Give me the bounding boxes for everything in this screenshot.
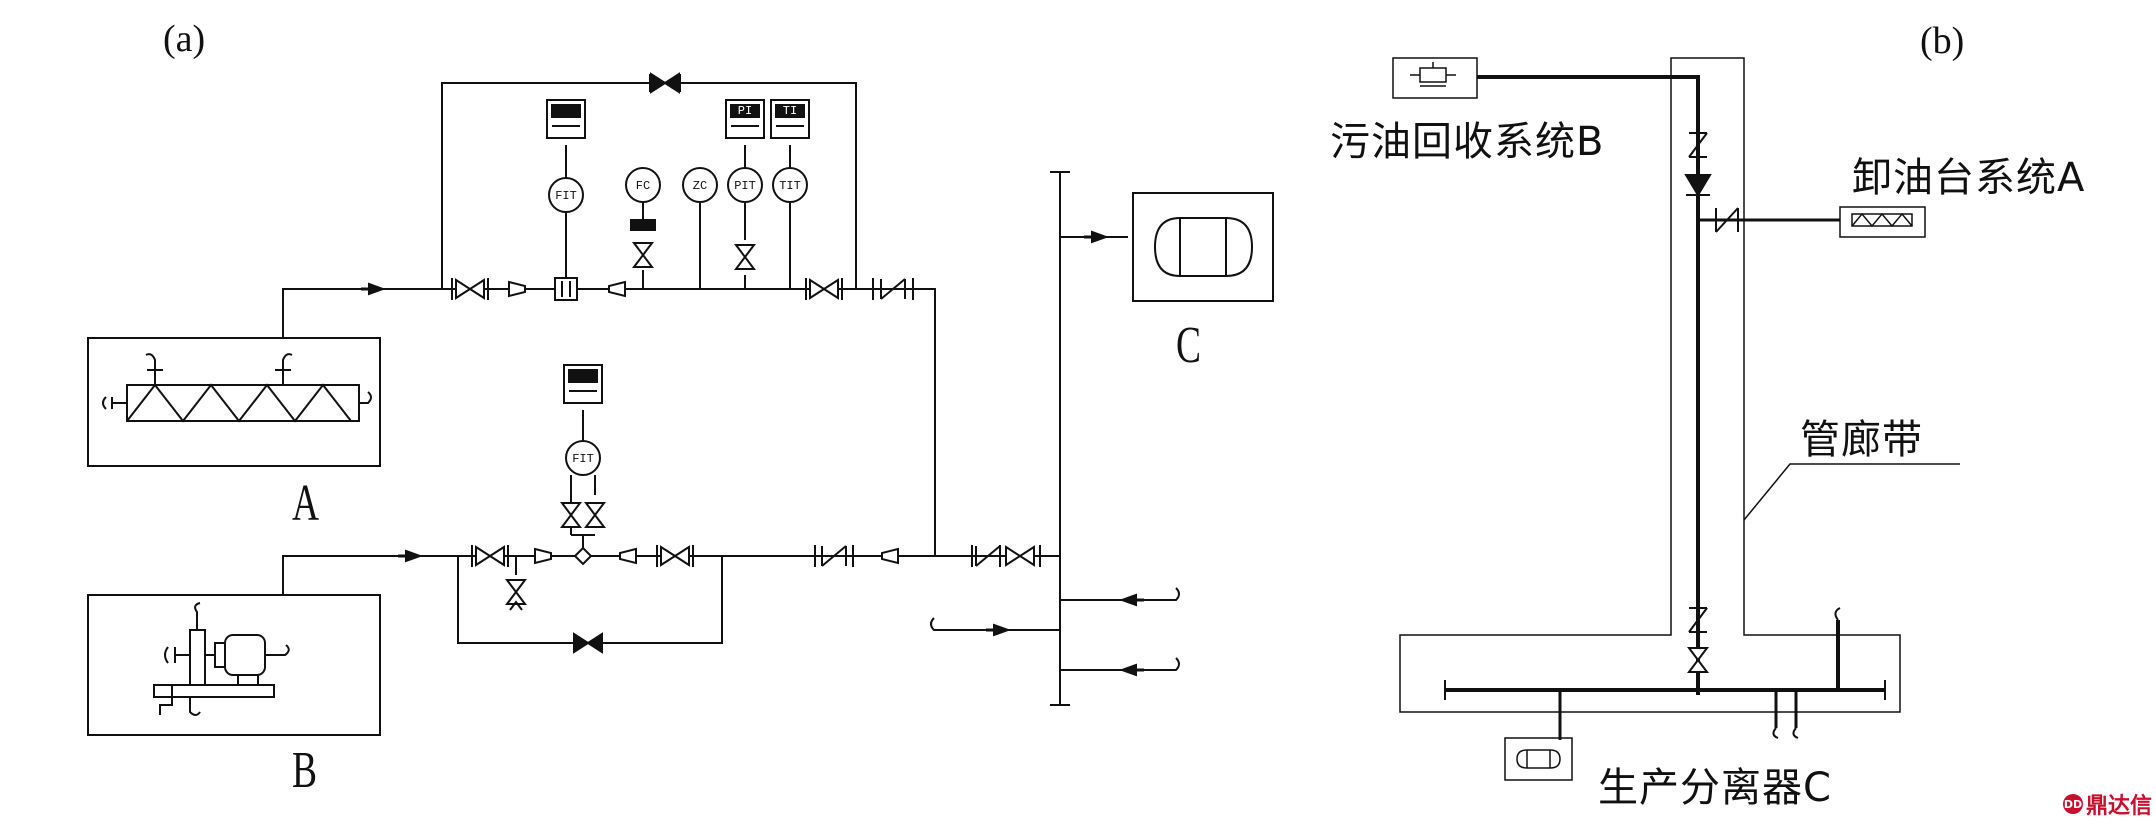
- instrument-labels: FIT FC ZC PIT TIT PI TI FIT: [555, 104, 801, 466]
- pipe-rack-label: 管廊带: [1800, 417, 1923, 463]
- system-a-label: 卸油台系统A: [1852, 155, 2086, 201]
- panel-a-label: (a): [163, 18, 206, 60]
- system-a-box: [1839, 206, 1926, 238]
- unit-a-box: [87, 337, 381, 467]
- watermark: DD 鼎达信: [2062, 788, 2152, 820]
- tit-label: TIT: [779, 179, 801, 193]
- pi-display-label: PI: [738, 104, 752, 118]
- unit-a-label: A: [292, 475, 320, 532]
- pipe-rack-outline: [1399, 57, 1901, 713]
- unit-b-label: B: [292, 742, 317, 799]
- dd-logo-icon: DD: [2062, 794, 2083, 814]
- unit-c-box: [1132, 192, 1274, 302]
- panel-a: [87, 73, 1274, 736]
- panel-b-label: (b): [1920, 20, 1965, 62]
- fit-bottom-label: FIT: [572, 452, 594, 466]
- unit-c-label: C: [1176, 317, 1201, 374]
- unit-b-box: [87, 594, 381, 736]
- pit-label: PIT: [734, 179, 756, 193]
- system-b-box: [1392, 57, 1478, 99]
- separator-c-box: [1504, 737, 1573, 781]
- zc-label: ZC: [693, 179, 707, 193]
- separator-c-label: 生产分离器C: [1598, 765, 1832, 811]
- fit-top-label: FIT: [555, 189, 577, 203]
- fc-label: FC: [636, 179, 650, 193]
- system-b-label: 污油回收系统B: [1330, 119, 1605, 165]
- watermark-text: 鼎达信: [2085, 794, 2152, 819]
- panel-b: [1392, 57, 1960, 781]
- ti-display-label: TI: [783, 104, 797, 118]
